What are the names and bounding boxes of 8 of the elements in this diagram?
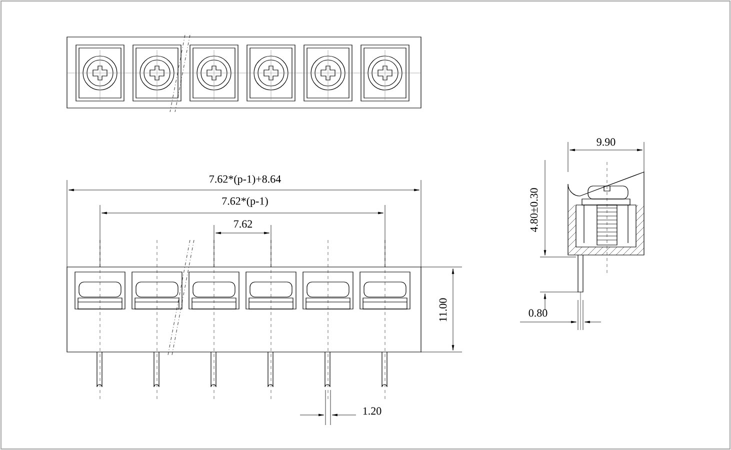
dimension-label: 7.62 <box>234 220 252 228</box>
dimension-label: 4.80±0.30 <box>530 188 538 232</box>
dimension-label: 1.20 <box>363 407 382 415</box>
dimension-label: 0.80 <box>528 309 548 317</box>
dimension-label: 7.62*(p-1)+8.64 <box>210 175 281 185</box>
dimension-label: 9.90 <box>596 138 616 146</box>
dimension-label: 11.00 <box>439 298 447 322</box>
dimension-label: 7.62*(p-1) <box>222 197 268 207</box>
